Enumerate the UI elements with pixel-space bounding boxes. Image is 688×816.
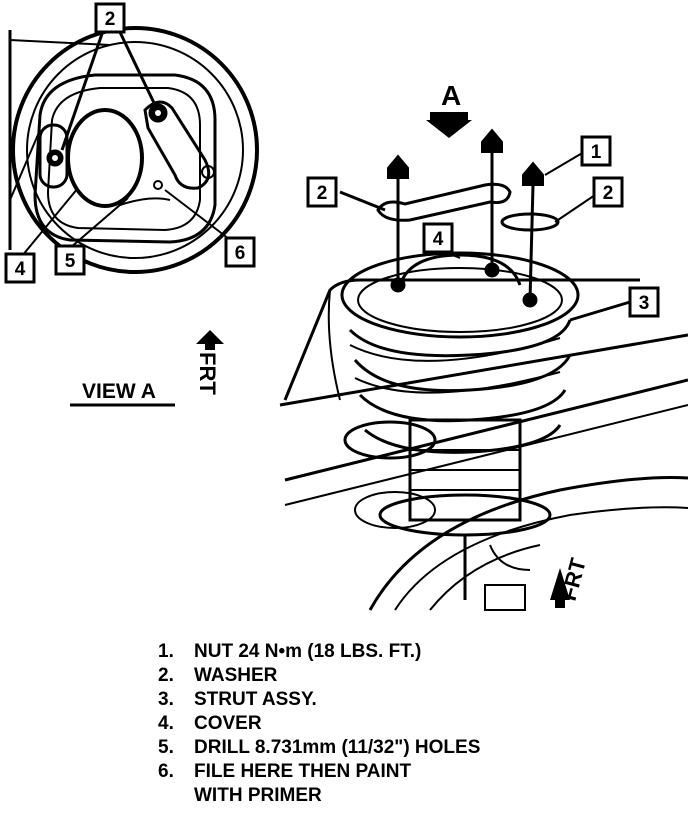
legend-item: 4. COVER: [158, 712, 638, 736]
callout-2-left-text: 2: [317, 183, 328, 204]
view-a-circle: [11, 26, 259, 274]
view-arrow-a: A: [426, 80, 472, 138]
callout-4-main: 4: [422, 222, 454, 254]
legend-number: 3.: [158, 689, 174, 710]
callout-6: 6: [224, 236, 256, 268]
legend-text: FILE HERE THEN PAINT WITH PRIMER: [194, 761, 412, 806]
legend-text: STRUT ASSY.: [194, 689, 317, 710]
nut-left: [387, 154, 409, 179]
legend-item: 5. DRILL 8.731mm (11/32") HOLES: [158, 736, 638, 760]
legend-number: 6.: [158, 761, 174, 782]
legend-text: NUT 24 N•m (18 LBS. FT.): [194, 641, 422, 662]
callout-2-top: 2: [94, 2, 126, 34]
callout-3-text: 3: [639, 293, 650, 314]
legend-number: 5.: [158, 737, 174, 758]
front-arrow-inset: FRT: [195, 330, 224, 395]
callout-2-top-text: 2: [105, 9, 116, 30]
legend-item: 1. NUT 24 N•m (18 LBS. FT.): [158, 640, 638, 664]
callout-5: 5: [54, 244, 86, 276]
callout-3: 3: [628, 286, 660, 318]
legend-text: DRILL 8.731mm (11/32") HOLES: [194, 737, 481, 758]
stud-right: [528, 184, 535, 301]
front-label-inset: FRT: [195, 352, 220, 395]
callout-4-inset: 4: [4, 252, 36, 284]
view-a-inset: [8, 26, 259, 274]
callout-2-right-text: 2: [603, 183, 614, 204]
legend-number: 4.: [158, 713, 174, 734]
cover-dome: [398, 253, 522, 286]
legend-item: 3. STRUT ASSY.: [158, 688, 638, 712]
washer-round: [500, 212, 560, 232]
parts-legend: 1. NUT 24 N•m (18 LBS. FT.) 2. WASHER 3. STRU…: [158, 640, 638, 808]
callout-2-left: 2: [306, 176, 338, 208]
front-label-main: FRT: [556, 555, 591, 603]
legend-item: 2. WASHER: [158, 664, 638, 688]
callout-5-text: 5: [65, 251, 76, 272]
washer-plate: [376, 182, 512, 222]
view-arrow-label: A: [441, 80, 461, 111]
legend-text: COVER: [194, 713, 262, 734]
callout-1: 1: [580, 135, 612, 167]
callout-6-text: 6: [235, 243, 246, 264]
legend-text: WASHER: [194, 665, 278, 686]
callout-2-right: 2: [592, 176, 624, 208]
view-a-cover-oval: [66, 108, 144, 208]
callout-4-main-text: 4: [433, 229, 444, 250]
front-arrow-main: FRT: [550, 555, 591, 608]
coil-spring: [348, 319, 572, 454]
strut-top-plate: [340, 251, 580, 339]
strut-assembly: [279, 128, 688, 611]
callout-1-text: 1: [591, 142, 602, 163]
legend-item: 6. FILE HERE THEN PAINT WITH PRIMER: [158, 760, 638, 808]
view-a-caption: VIEW A: [82, 380, 156, 403]
callout-4-inset-text: 4: [15, 259, 26, 280]
legend-number: 1.: [158, 641, 174, 662]
nut-right: [522, 161, 544, 186]
nut-center: [481, 128, 503, 153]
legend-number: 2.: [158, 665, 174, 686]
